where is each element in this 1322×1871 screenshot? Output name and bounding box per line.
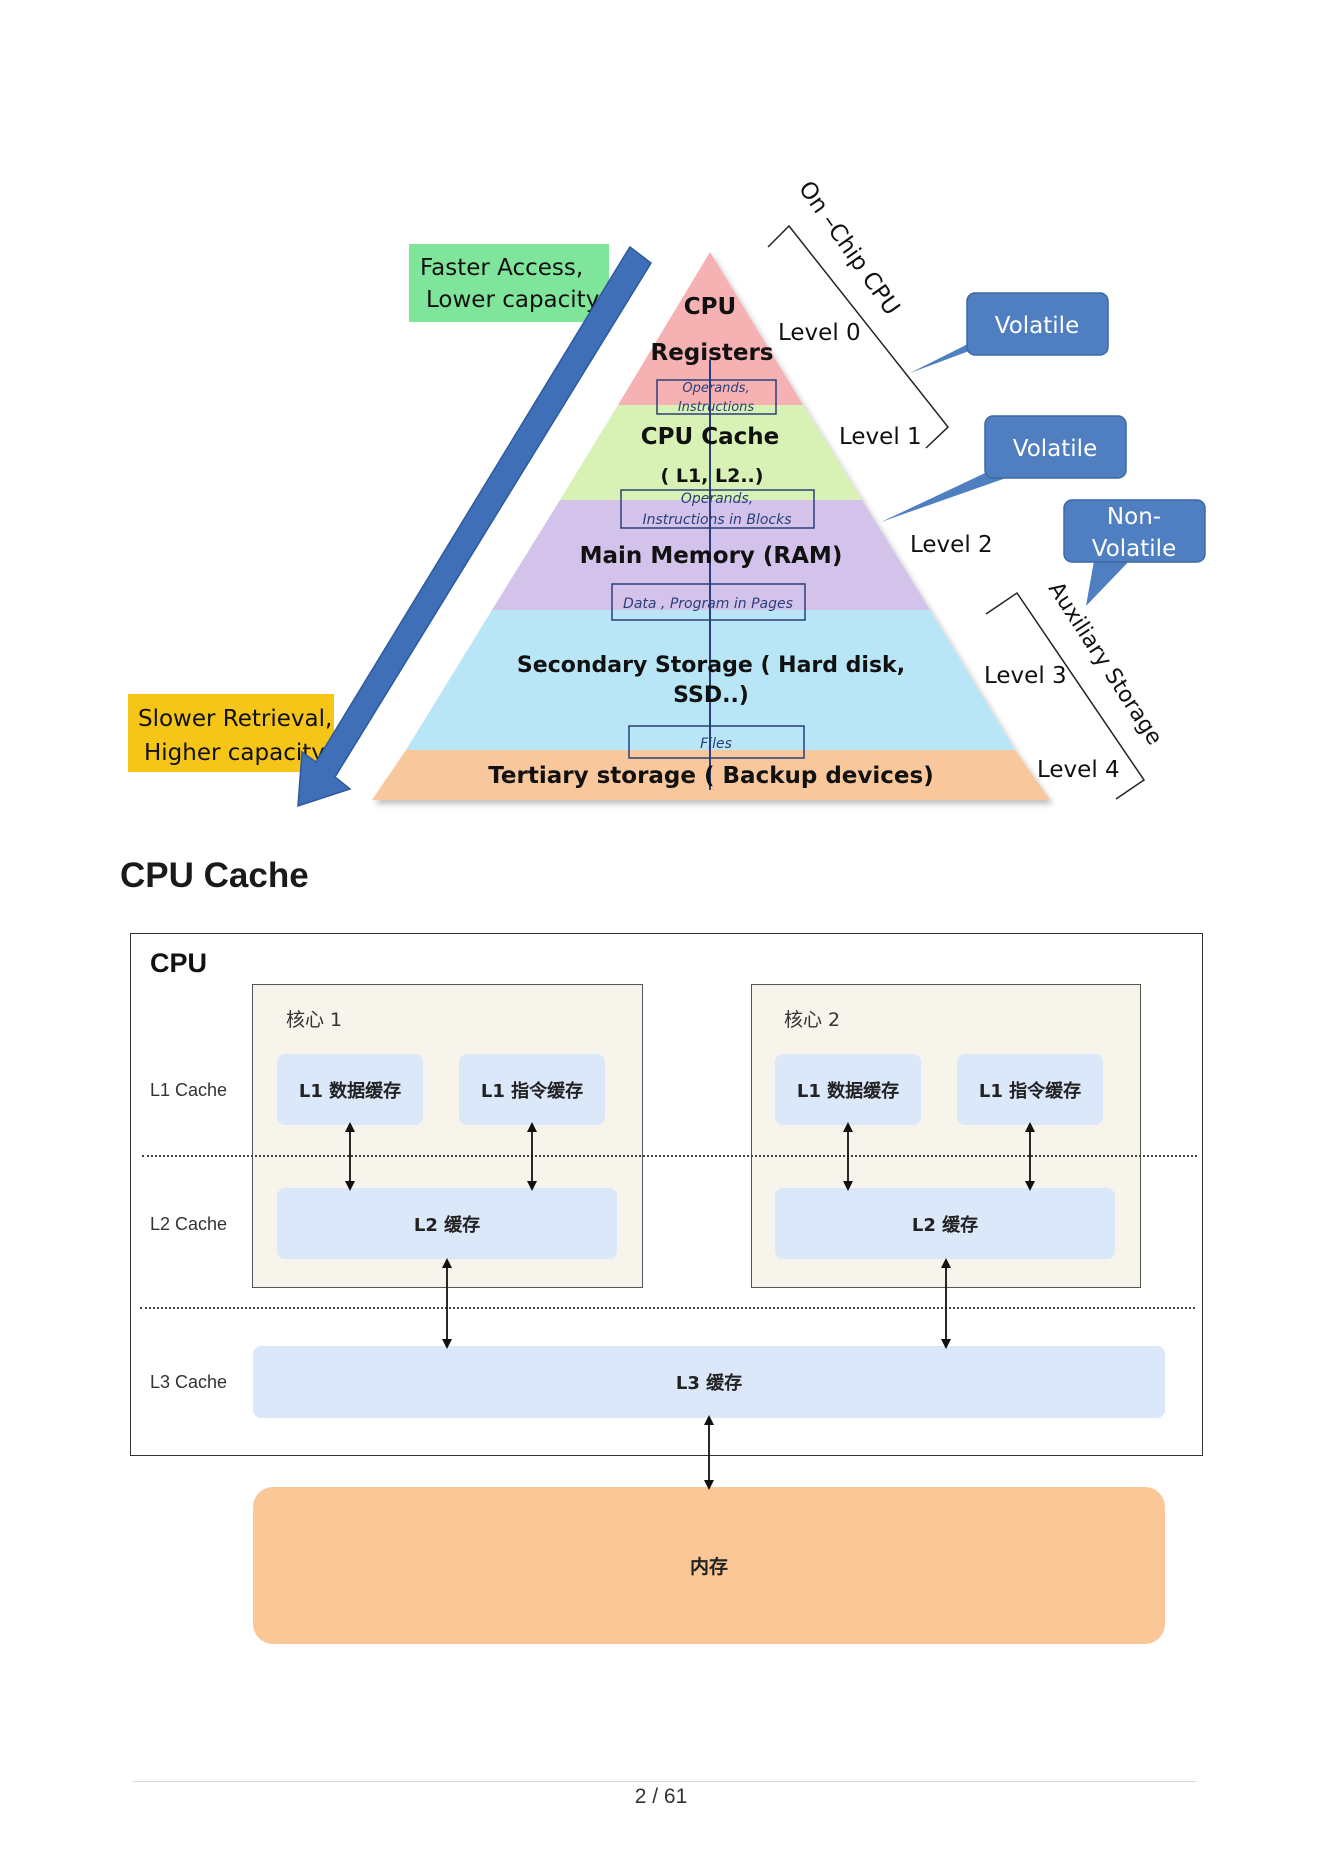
level-label-4: Level 4 (1037, 757, 1120, 783)
pyramid-band-registers (618, 252, 803, 405)
l2-cache-row-label: L2 Cache (150, 1214, 228, 1234)
level-label-3: Level 3 (984, 663, 1067, 689)
level-label-2: Level 2 (910, 532, 993, 558)
auxiliary-bracket (985, 591, 1146, 800)
core-2-l1-instruction-cache: L1 指令缓存 (957, 1054, 1103, 1125)
transfer-box-3 (611, 583, 806, 621)
faster-access-text-1: Faster Access, (420, 255, 583, 281)
main-memory-block: 内存 (253, 1487, 1165, 1644)
volatile-callout-2: Volatile (881, 415, 1127, 522)
core-2-label: 核心 2 (784, 1009, 841, 1031)
transfer-box-4 (628, 725, 805, 759)
transfer-text-1b: Instructions (678, 400, 755, 415)
level-name-ram: Main Memory (RAM) (580, 543, 843, 569)
core-2-l1-data-cache: L1 数据缓存 (775, 1054, 921, 1125)
core-1-l1-instruction-cache: L1 指令缓存 (459, 1054, 605, 1125)
transfer-box-2 (620, 489, 815, 529)
nonvolatile-callout: Non- Volatile (1063, 499, 1206, 606)
volatile-callout-1-text: Volatile (995, 313, 1079, 339)
nonvolatile-callout-text-1: Non- (1107, 504, 1161, 530)
memory-hierarchy-figure: CPU Registers CPU Cache ( L1, L2..) Main… (128, 177, 1206, 808)
core-1-l2-cache: L2 缓存 (277, 1188, 617, 1259)
faster-access-text-2: Lower capacity (426, 287, 599, 313)
slower-retrieval-text-1: Slower Retrieval, (138, 706, 332, 732)
nonvolatile-callout-text-2: Volatile (1092, 536, 1176, 562)
l3-cache: L3 缓存 (253, 1346, 1165, 1418)
transfer-text-3: Data , Program in Pages (623, 596, 793, 612)
volatile-callout-1: Volatile (910, 292, 1109, 373)
level-name-registers-1: CPU (684, 294, 736, 320)
level-label-0: Level 0 (778, 320, 861, 346)
core-1-l1-data-cache: L1 数据缓存 (277, 1054, 423, 1125)
l1-l2-divider (142, 1155, 1197, 1157)
l3-cache-row-label: L3 Cache (150, 1372, 228, 1392)
level-name-secondary-2: SSD..) (673, 683, 749, 708)
transfer-text-1a: Operands, (682, 381, 749, 396)
cpu-label: CPU (150, 948, 208, 978)
section-heading: CPU Cache (120, 856, 309, 895)
transfer-text-2a: Operands, (681, 491, 753, 507)
level-name-registers-2: Registers (651, 340, 774, 366)
page-indicator: 2 / 61 (634, 1785, 688, 1808)
access-speed-arrow (297, 245, 652, 808)
level-label-1: Level 1 (839, 424, 922, 450)
core-1-label: 核心 1 (286, 1009, 343, 1031)
l2-l3-divider (140, 1307, 1195, 1309)
core-2-l2-cache: L2 缓存 (775, 1188, 1115, 1259)
on-chip-bracket (767, 224, 950, 449)
level-name-secondary-1: Secondary Storage ( Hard disk, (517, 653, 905, 678)
footer-divider (133, 1781, 1196, 1782)
slower-retrieval-note (128, 694, 334, 772)
faster-access-note (409, 244, 609, 322)
level-name-cache-2: ( L1, L2..) (661, 465, 764, 487)
level-name-tertiary: Tertiary storage ( Backup devices) (488, 763, 933, 789)
transfer-box-1 (656, 379, 777, 415)
l1-cache-row-label: L1 Cache (150, 1080, 228, 1100)
transfer-text-2b: Instructions in Blocks (642, 512, 791, 528)
transfer-text-4: Files (700, 736, 732, 752)
volatile-callout-2-text: Volatile (1013, 436, 1097, 462)
on-chip-cpu-label: On –Chip CPU (793, 177, 904, 321)
slower-retrieval-text-2: Higher capacity (144, 740, 325, 766)
level-name-cache-1: CPU Cache (641, 424, 779, 450)
